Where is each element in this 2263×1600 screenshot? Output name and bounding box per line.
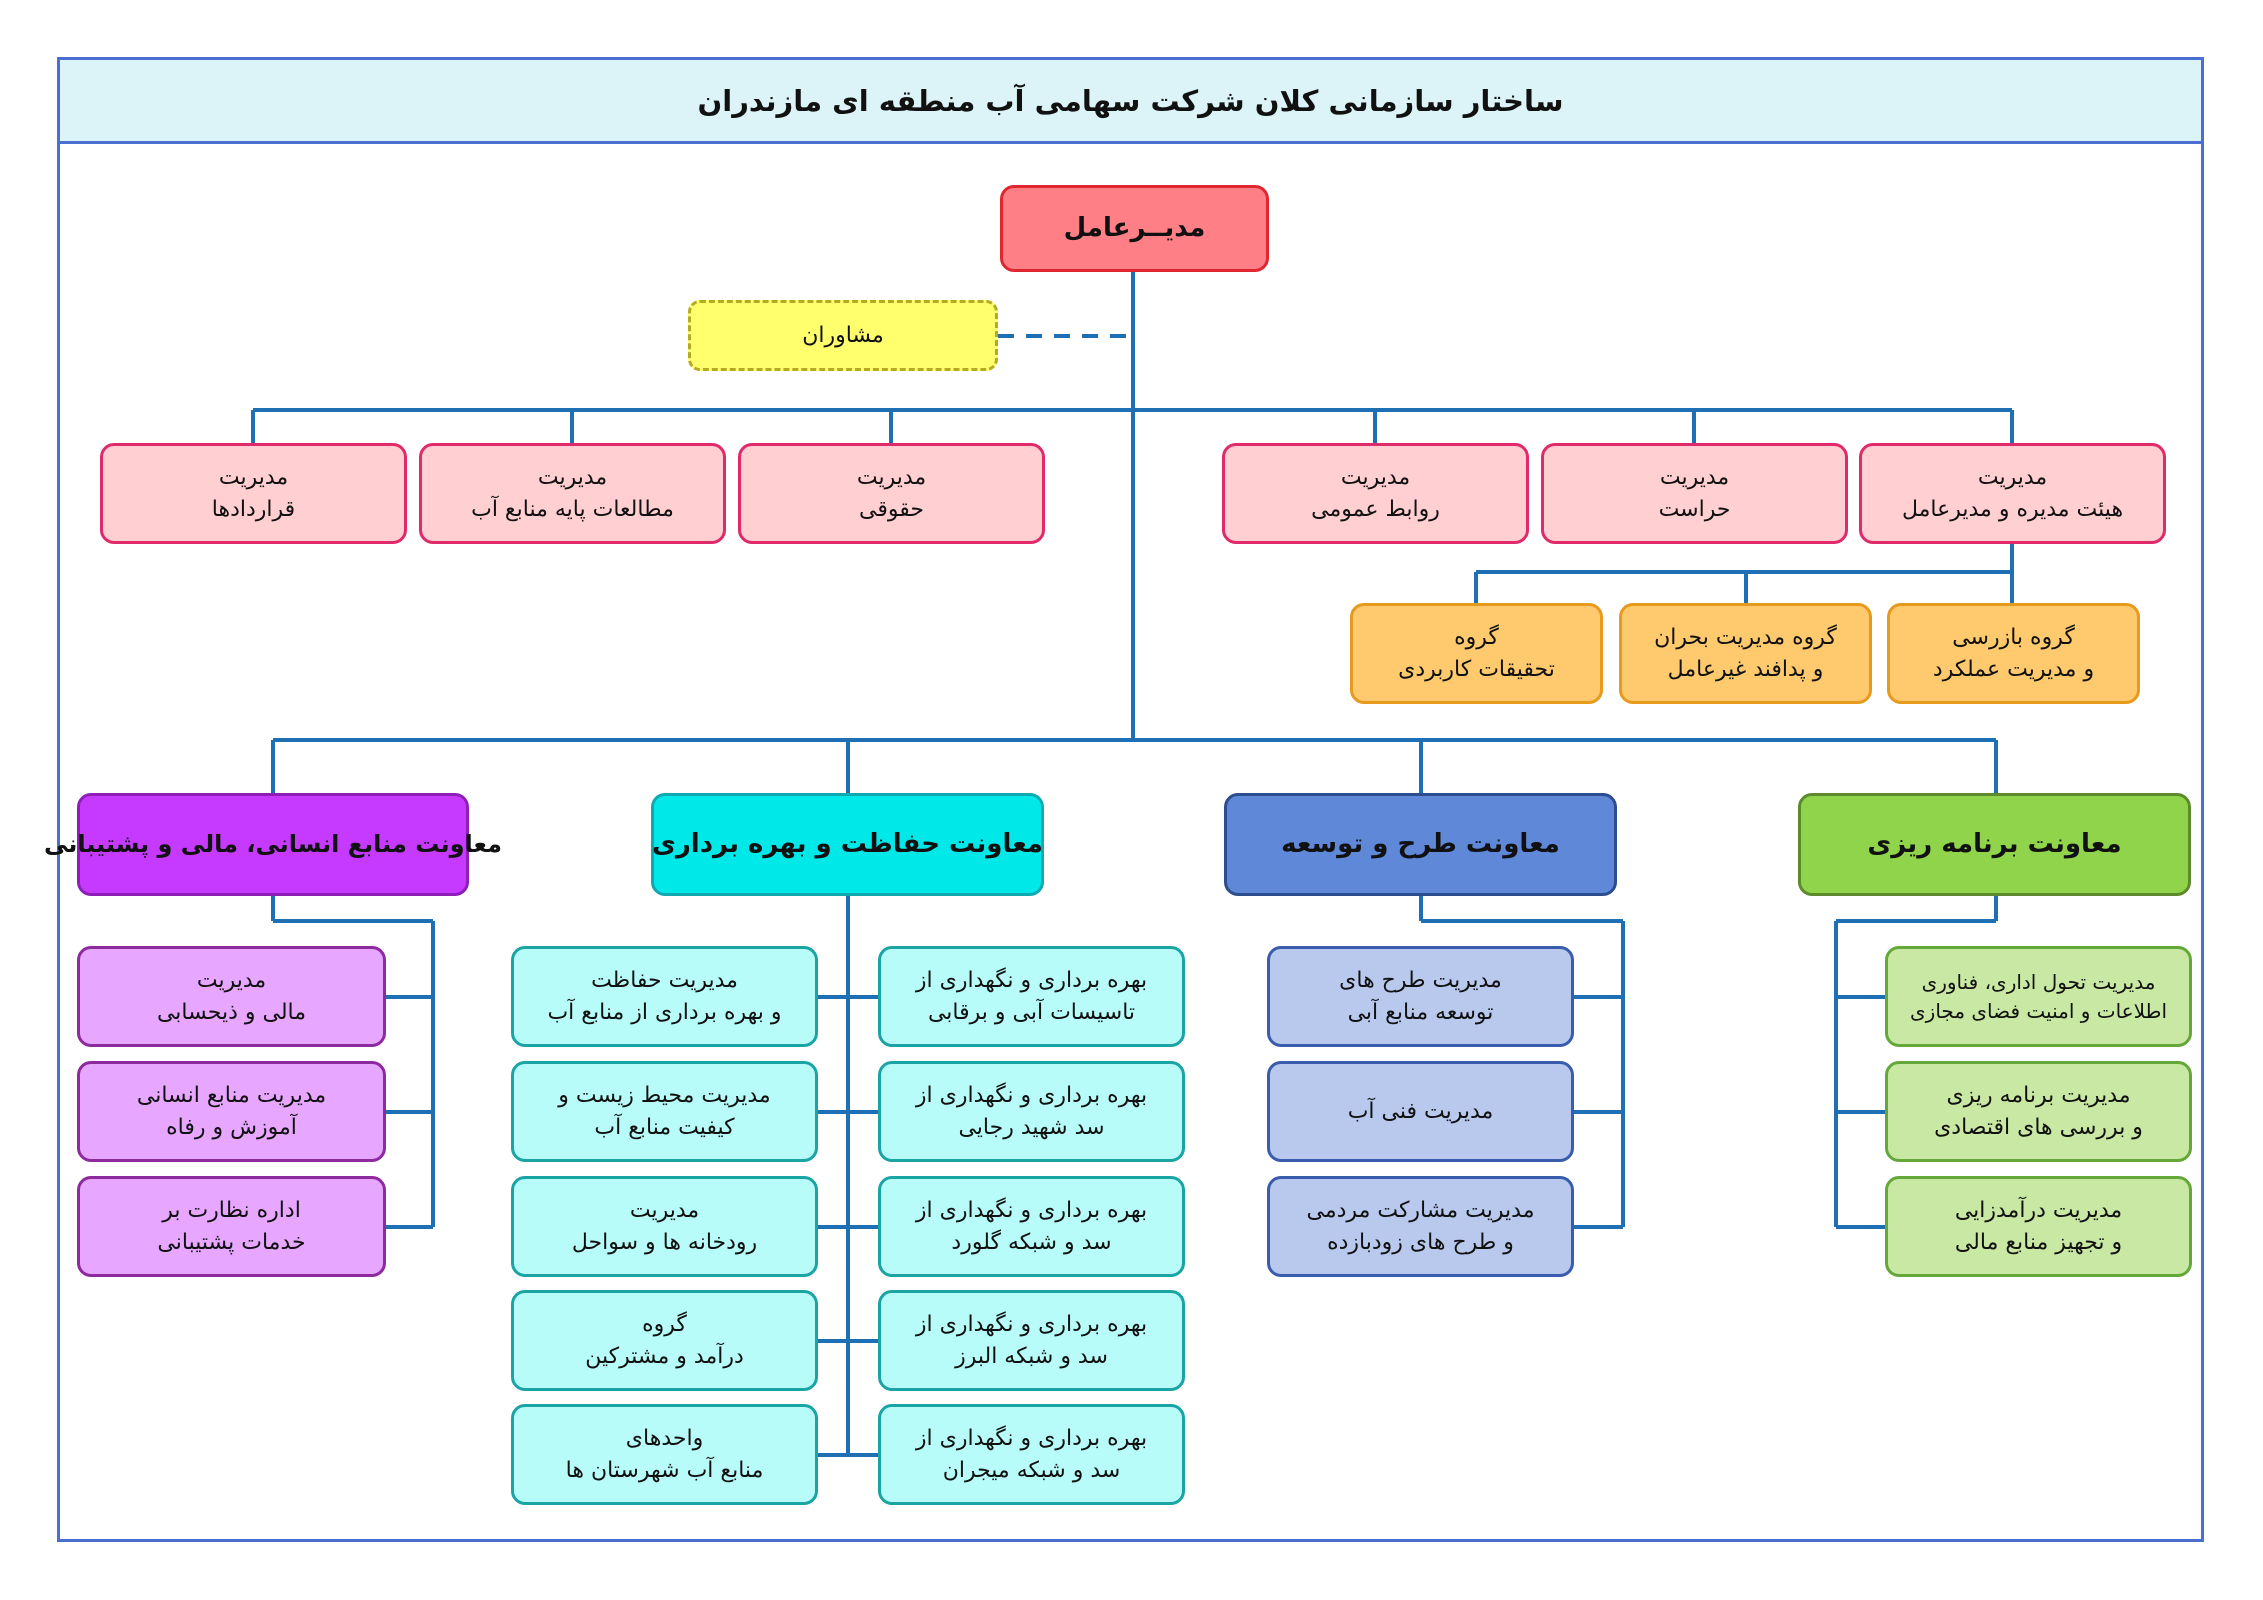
operation-unit: بهره برداری و نگهداری از تاسیسات آبی و ب… xyxy=(878,946,1185,1047)
operation-unit: بهره برداری و نگهداری از سد و شبکه البرز xyxy=(878,1290,1185,1391)
unit-subtitle: حقوقی xyxy=(859,496,924,522)
operation-unit: بهره برداری و نگهداری از سد شهید رجایی xyxy=(878,1061,1185,1162)
deputy-label: معاونت حفاظت و بهره برداری xyxy=(651,828,1043,859)
development-unit: مدیریت مشارکت مردمی و طرح های زودبازده xyxy=(1267,1176,1574,1277)
unit-title: بهره برداری و نگهداری از xyxy=(915,1311,1148,1337)
unit-title: مدیریت xyxy=(218,464,289,490)
unit-title: بهره برداری و نگهداری از xyxy=(915,1425,1148,1451)
operation-unit: بهره برداری و نگهداری از سد و شبکه میجرا… xyxy=(878,1404,1185,1505)
unit-title: واحدهای xyxy=(625,1425,704,1451)
unit-title: مدیریت تحول اداری، فناوری xyxy=(1921,969,2156,994)
unit-title: مدیریت xyxy=(537,464,608,490)
deputy-label: معاونت منابع انسانی، مالی و پشتیبانی xyxy=(44,830,502,859)
unit-subtitle: روابط عمومی xyxy=(1311,496,1440,522)
operation-unit: بهره برداری و نگهداری از سد و شبکه گلورد xyxy=(878,1176,1185,1277)
unit-title: مدیریت حفاظت xyxy=(591,967,738,993)
unit-title: مدیریت xyxy=(1659,464,1730,490)
unit-title: مدیریت طرح های xyxy=(1339,967,1502,993)
unit-water-studies: مدیریت مطالعات پایه منابع آب xyxy=(419,443,726,544)
unit-title: بهره برداری و نگهداری از xyxy=(915,967,1148,993)
group-title: گروه مدیریت بحران xyxy=(1654,624,1837,650)
unit-title: مدیریت برنامه ریزی xyxy=(1946,1082,2131,1108)
unit-subtitle: و بهره برداری از منابع آب xyxy=(547,999,782,1025)
unit-subtitle: سد و شبکه البرز xyxy=(955,1343,1108,1369)
planning-unit: مدیریت درآمدزایی و تجهیز منابع مالی xyxy=(1885,1176,2192,1277)
unit-subtitle: سد شهید رجایی xyxy=(958,1114,1105,1140)
advisors-box: مشاوران xyxy=(688,300,998,371)
title-bar: ساختار سازمانی کلان شرکت سهامی آب منطقه … xyxy=(57,57,2204,144)
unit-subtitle: هیئت مدیره و مدیرعامل xyxy=(1901,496,2124,522)
unit-subtitle: مطالعات پایه منابع آب xyxy=(471,496,674,522)
ceo-box: مدیــرعامل xyxy=(1000,185,1269,272)
protection-unit: واحدهای منابع آب شهرستان ها xyxy=(511,1404,818,1505)
unit-title: مدیریت xyxy=(629,1197,700,1223)
group-inspection: گروه بازرسی و مدیریت عملکرد xyxy=(1887,603,2140,704)
group-research: گروه تحقیقات کاربردی xyxy=(1350,603,1603,704)
unit-subtitle: سد و شبکه گلورد xyxy=(951,1229,1112,1255)
unit-subtitle: منابع آب شهرستان ها xyxy=(565,1457,764,1483)
advisors-label: مشاوران xyxy=(802,322,884,348)
protection-unit: مدیریت رودخانه ها و سواحل xyxy=(511,1176,818,1277)
hr-unit: اداره نظارت بر خدمات پشتیبانی xyxy=(77,1176,386,1277)
deputy-label: معاونت طرح و توسعه xyxy=(1281,828,1560,859)
group-subtitle: و پدافند غیرعامل xyxy=(1667,656,1824,682)
unit-title: اداره نظارت بر xyxy=(162,1197,301,1223)
unit-subtitle: خدمات پشتیبانی xyxy=(157,1229,306,1255)
planning-unit: مدیریت تحول اداری، فناوری اطلاعات و امنی… xyxy=(1885,946,2192,1047)
protection-unit: مدیریت حفاظت و بهره برداری از منابع آب xyxy=(511,946,818,1047)
protection-unit: مدیریت محیط زیست و کیفیت منابع آب xyxy=(511,1061,818,1162)
group-subtitle: تحقیقات کاربردی xyxy=(1398,656,1555,682)
deputy-label: معاونت برنامه ریزی xyxy=(1867,828,2122,859)
deputy-planning: معاونت برنامه ریزی xyxy=(1798,793,2191,896)
unit-subtitle: و طرح های زودبازده xyxy=(1327,1229,1514,1255)
page-title: ساختار سازمانی کلان شرکت سهامی آب منطقه … xyxy=(697,83,1564,118)
hr-unit: مدیریت منابع انسانی آموزش و رفاه xyxy=(77,1061,386,1162)
unit-title: مدیریت مشارکت مردمی xyxy=(1306,1197,1535,1223)
group-title: گروه xyxy=(1454,624,1499,650)
unit-subtitle: درآمد و مشترکین xyxy=(585,1343,744,1369)
unit-title: گروه xyxy=(642,1311,687,1337)
unit-security: مدیریت حراست xyxy=(1541,443,1848,544)
unit-title: مدیریت درآمدزایی xyxy=(1954,1197,2123,1223)
unit-title: بهره برداری و نگهداری از xyxy=(915,1197,1148,1223)
development-unit: مدیریت فنی آب xyxy=(1267,1061,1574,1162)
group-crisis: گروه مدیریت بحران و پدافند غیرعامل xyxy=(1619,603,1872,704)
unit-contracts: مدیریت قراردادها xyxy=(100,443,407,544)
unit-legal: مدیریت حقوقی xyxy=(738,443,1045,544)
unit-title: مدیریت فنی آب xyxy=(1347,1098,1494,1124)
group-subtitle: و مدیریت عملکرد xyxy=(1932,656,2095,682)
unit-board: مدیریت هیئت مدیره و مدیرعامل xyxy=(1859,443,2166,544)
unit-title: مدیریت منابع انسانی xyxy=(136,1082,327,1108)
unit-title: مدیریت xyxy=(1340,464,1411,490)
unit-subtitle: تاسیسات آبی و برقابی xyxy=(927,999,1136,1025)
unit-title: مدیریت xyxy=(1977,464,2048,490)
deputy-protection: معاونت حفاظت و بهره برداری xyxy=(651,793,1044,896)
deputy-hr: معاونت منابع انسانی، مالی و پشتیبانی xyxy=(44,793,502,896)
unit-title: مدیریت xyxy=(856,464,927,490)
unit-title: مدیریت محیط زیست و xyxy=(558,1082,771,1108)
protection-unit: گروه درآمد و مشترکین xyxy=(511,1290,818,1391)
planning-unit: مدیریت برنامه ریزی و بررسی های اقتصادی xyxy=(1885,1061,2192,1162)
unit-subtitle: اطلاعات و امنیت فضای مجازی xyxy=(1910,998,2168,1023)
unit-subtitle: و بررسی های اقتصادی xyxy=(1934,1114,2143,1140)
ceo-label: مدیــرعامل xyxy=(1063,212,1206,243)
development-unit: مدیریت طرح های توسعه منابع آبی xyxy=(1267,946,1574,1047)
unit-subtitle: مالی و ذیحسابی xyxy=(156,999,307,1025)
unit-subtitle: سد و شبکه میجران xyxy=(942,1457,1121,1483)
unit-title: مدیریت xyxy=(196,967,267,993)
hr-unit: مدیریت مالی و ذیحسابی xyxy=(77,946,386,1047)
unit-subtitle: قراردادها xyxy=(211,496,296,522)
unit-title: بهره برداری و نگهداری از xyxy=(915,1082,1148,1108)
unit-subtitle: و تجهیز منابع مالی xyxy=(1954,1229,2123,1255)
deputy-development: معاونت طرح و توسعه xyxy=(1224,793,1617,896)
unit-subtitle: آموزش و رفاه xyxy=(166,1114,297,1140)
unit-subtitle: حراست xyxy=(1658,496,1731,522)
unit-subtitle: رودخانه ها و سواحل xyxy=(571,1229,758,1255)
unit-public-relations: مدیریت روابط عمومی xyxy=(1222,443,1529,544)
unit-subtitle: کیفیت منابع آب xyxy=(594,1114,735,1140)
unit-subtitle: توسعه منابع آبی xyxy=(1347,999,1494,1025)
group-title: گروه بازرسی xyxy=(1952,624,2075,650)
